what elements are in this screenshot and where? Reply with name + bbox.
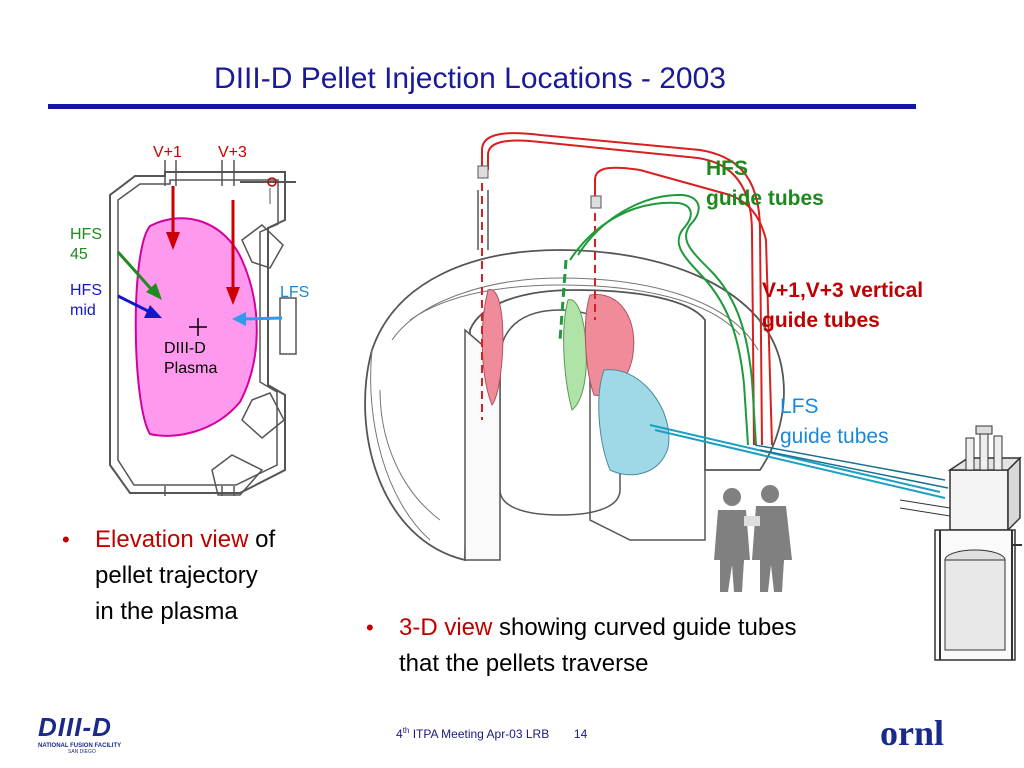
plasma-section-red-left	[481, 289, 504, 406]
bullet-elevation-highlight: Elevation view	[95, 526, 249, 553]
hfs-tubes-label-line1: HFS	[706, 157, 748, 180]
hfs45-label-line1: HFS	[70, 226, 102, 243]
diiid-logo: DIII-D NATIONAL FUSION FACILITY SAN DIEG…	[38, 712, 148, 755]
lfs-tubes-label-line2: guide tubes	[780, 425, 889, 448]
bullet-dot: •	[62, 527, 70, 552]
plasma-label-line2: Plasma	[164, 360, 218, 377]
upper-port	[241, 224, 284, 269]
lfs-tubes-label-line1: LFS	[780, 395, 819, 418]
footer-meeting: ITPA Meeting Apr-03 LRB	[409, 727, 550, 741]
lfs-tubes-label: LFS guide tubes	[780, 392, 889, 452]
bullet-3d-text2: that the pellets traverse	[399, 650, 649, 677]
bullet-elevation-text1: of	[248, 526, 276, 553]
v1-label: V+1	[153, 144, 182, 161]
hfs-guide-tube	[577, 193, 757, 446]
hfsmid-label-line1: HFS	[70, 282, 102, 299]
bullet-elevation-text2: pellet trajectory	[95, 562, 258, 589]
vertical-tubes-label: V+1,V+3 vertical guide tubes	[762, 276, 923, 336]
lfs-arrow	[243, 316, 283, 321]
slide-title: DIII-D Pellet Injection Locations - 2003	[214, 62, 726, 95]
plasma-section-green	[563, 299, 587, 411]
people-silhouettes	[714, 485, 792, 592]
plasma-shape	[134, 217, 258, 437]
vessel-inner-wall	[117, 179, 279, 486]
bullet-3d-highlight: 3-D view	[399, 614, 493, 641]
lfs-port	[279, 297, 297, 355]
vertical-tubes-label-line2: guide tubes	[762, 309, 880, 332]
plasma-section-red-right	[584, 293, 635, 397]
torus-cut-face	[464, 328, 501, 561]
diiid-logo-mark: DIII-D	[38, 712, 112, 742]
bullet-dot: •	[366, 615, 374, 640]
bullet-elevation-text3: in the plasma	[95, 598, 238, 625]
bottom-port	[211, 454, 264, 496]
ornl-logo: ornl	[880, 713, 945, 753]
hfsmid-arrow	[117, 294, 151, 314]
hfs-tubes-label-line2: guide tubes	[706, 187, 824, 210]
hfsmid-label-line2: mid	[70, 302, 96, 319]
diiid-logo-sub: NATIONAL FUSION FACILITY	[38, 743, 122, 749]
footer-ordinal-sup: th	[402, 726, 410, 735]
title-rule	[48, 104, 916, 109]
footer-text: 4th ITPA Meeting Apr-03 LRB 14	[396, 726, 587, 741]
torus-center-column	[499, 309, 621, 516]
vessel-outer-wall	[109, 171, 286, 494]
footer-ordinal: 4	[396, 727, 403, 741]
lfs-label: LFS	[280, 284, 310, 301]
diiid-logo-sub2: SAN DIEGO	[68, 749, 96, 755]
hfs45-arrow	[116, 250, 154, 292]
page-number: 14	[573, 727, 588, 741]
vertical-tubes-label-line1: V+1,V+3 vertical	[762, 279, 924, 302]
bullet-elevation: • Elevation view of pellet trajectory in…	[62, 522, 322, 630]
bullet-3d-text1: showing curved guide tubes	[492, 614, 797, 641]
v3-label: V+3	[218, 144, 247, 161]
torus-outer	[364, 249, 785, 562]
bullet-3d-view: • 3-D view showing curved guide tubes th…	[366, 610, 926, 682]
plasma-section-blue	[598, 369, 670, 476]
lower-port	[241, 392, 285, 439]
hfs45-label-line2: 45	[70, 246, 88, 263]
hfs-tubes-label: HFS guide tubes	[706, 154, 824, 214]
plasma-label-line1: DIII-D	[164, 340, 206, 357]
